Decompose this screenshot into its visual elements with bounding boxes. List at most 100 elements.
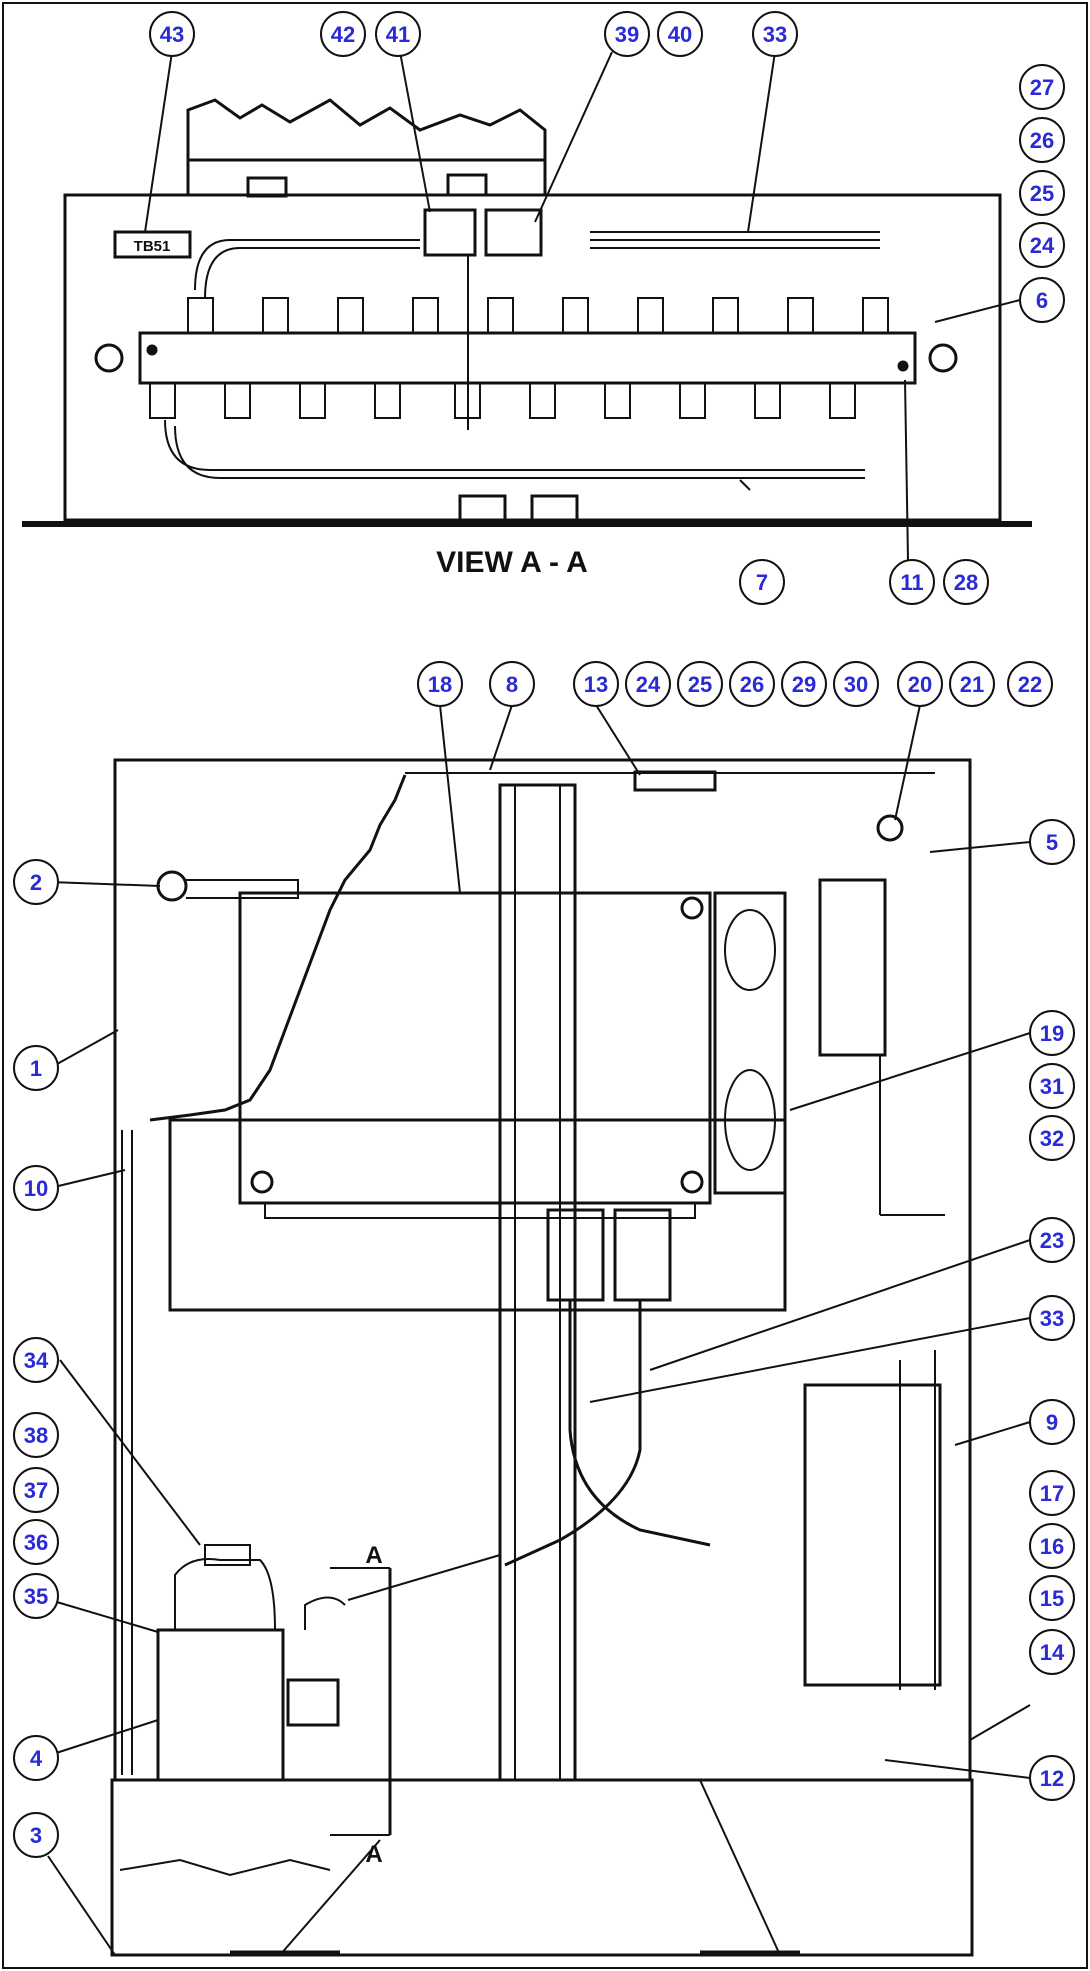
callout-view-a-bubble-43: [149, 11, 195, 57]
callout-main-label-20: 20: [908, 672, 932, 697]
callout-main-bubble-22: [1007, 661, 1053, 707]
callout-main-label-35: 35: [24, 1584, 48, 1609]
callout-main-bubble-2: [13, 859, 59, 905]
callout-main-label-9: 9: [1046, 1410, 1058, 1435]
callout-view-a-label-7: 7: [756, 570, 768, 595]
callout-view-a-bubble-41: [375, 11, 421, 57]
callout-main-bubble-35: [13, 1573, 59, 1619]
callout-main-label-22: 22: [1018, 672, 1042, 697]
callout-main-bubble-17: [1029, 1470, 1075, 1516]
callout-main-label-26: 26: [740, 672, 764, 697]
top-bracket-torn: [186, 98, 547, 195]
connector-right: [613, 1208, 672, 1302]
callout-main-label-2: 2: [30, 870, 42, 895]
callout-main-label-38: 38: [24, 1423, 48, 1448]
callout-view-a-bubble-24: [1019, 222, 1065, 268]
ecu-module: [238, 891, 712, 1205]
callout-main-bubble-23: [1029, 1217, 1075, 1263]
callout-main-bubble-15: [1029, 1575, 1075, 1621]
callout-main-label-12: 12: [1040, 1766, 1064, 1791]
lower-terminals: [149, 382, 856, 419]
callout-main-label-3: 3: [30, 1823, 42, 1848]
relay-39-40: [484, 208, 543, 257]
cable-33: [504, 1300, 642, 1567]
component-34: [156, 1628, 285, 1782]
callout-view-a-bubble-6: [1019, 277, 1065, 323]
callout-view-a-label-27: 27: [1030, 75, 1054, 100]
bracket-19: [713, 891, 787, 1195]
callout-main-label-5: 5: [1046, 830, 1058, 855]
callout-main-label-14: 14: [1040, 1640, 1065, 1665]
callout-main-bubble-9: [1029, 1399, 1075, 1445]
callout-view-a-bubble-28: [943, 559, 989, 605]
callout-main-bubble-34: [13, 1337, 59, 1383]
harness-lower: [164, 419, 865, 479]
rail-end-bolt-right: [928, 343, 958, 373]
base-torn: [119, 1858, 331, 1877]
callout-view-a-label-6: 6: [1036, 288, 1048, 313]
main-view: [47, 704, 1031, 1957]
callout-main-bubble-31: [1029, 1063, 1075, 1109]
callout-main-label-30: 30: [844, 672, 868, 697]
upper-terminals: [187, 297, 889, 334]
callout-main-bubble-1: [13, 1045, 59, 1091]
bottom-nut-left: [458, 494, 507, 522]
callout-main-bubble-33: [1029, 1295, 1075, 1341]
callout-main-label-32: 32: [1040, 1126, 1064, 1151]
callout-main-label-31: 31: [1040, 1074, 1064, 1099]
callout-main-label-29: 29: [792, 672, 816, 697]
callout-view-a-bubble-26: [1019, 117, 1065, 163]
harness-upper-right: [590, 231, 880, 249]
callout-main-bubble-10: [13, 1165, 59, 1211]
callout-main-bubble-26: [729, 661, 775, 707]
cabinet-body: [113, 758, 972, 1782]
callout-view-a-label-39: 39: [615, 22, 639, 47]
callout-main-label-10: 10: [24, 1176, 48, 1201]
callout-view-a-bubble-40: [657, 11, 703, 57]
callout-view-a-label-42: 42: [331, 22, 355, 47]
callout-main-label-23: 23: [1040, 1228, 1064, 1253]
top-screw-right: [446, 173, 488, 197]
terminal-rail: [138, 331, 917, 385]
callout-view-a-bubble-25: [1019, 170, 1065, 216]
callout-main-label-8: 8: [506, 672, 518, 697]
switch-block: [286, 1678, 340, 1727]
bottom-nut-right: [530, 494, 579, 522]
callout-main-label-36: 36: [24, 1530, 48, 1555]
callout-main-bubble-16: [1029, 1523, 1075, 1569]
callout-main-label-19: 19: [1040, 1021, 1064, 1046]
callout-main-label-25: 25: [688, 672, 712, 697]
view-a-leaders: [144, 51, 1021, 561]
callout-main-bubble-14: [1029, 1629, 1075, 1675]
callout-view-a-bubble-11: [889, 559, 935, 605]
callout-main-label-4: 4: [30, 1746, 43, 1771]
callout-main-label-34: 34: [24, 1348, 49, 1373]
callout-view-a-bubble-42: [320, 11, 366, 57]
cabinet-base: [110, 1778, 974, 1957]
mount-plate: [168, 1118, 787, 1312]
callout-main-label-21: 21: [960, 672, 984, 697]
callout-main-bubble-13: [573, 661, 619, 707]
callout-view-a-label-24: 24: [1030, 233, 1055, 258]
terminal-tag: TB51: [134, 238, 171, 255]
callout-main-bubble-32: [1029, 1115, 1075, 1161]
callout-main-bubble-4: [13, 1735, 59, 1781]
callout-main-bubble-21: [949, 661, 995, 707]
door-handle: [156, 870, 188, 902]
callout-view-a-bubble-7: [739, 559, 785, 605]
callout-main-label-17: 17: [1040, 1481, 1064, 1506]
main-leaders: [47, 704, 1031, 1956]
callout-main-bubble-36: [13, 1519, 59, 1565]
callout-view-a-label-25: 25: [1030, 181, 1054, 206]
callout-view-a-label-26: 26: [1030, 128, 1054, 153]
callout-view-a-label-28: 28: [954, 570, 978, 595]
callout-main-bubble-25: [677, 661, 723, 707]
callout-main-bubble-8: [489, 661, 535, 707]
callout-main-bubble-19: [1029, 1010, 1075, 1056]
callout-view-a-bubble-33: [752, 11, 798, 57]
